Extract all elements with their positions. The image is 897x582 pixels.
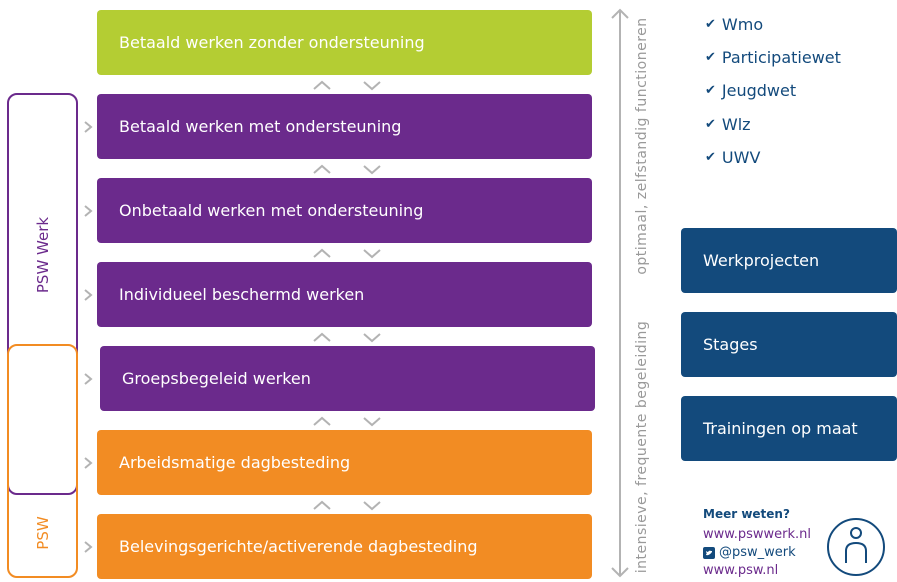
step-individual-sheltered-work: Individueel beschermd werken (97, 262, 592, 327)
psw-werk-label: PSW Werk (34, 216, 52, 294)
program-trainingen: Trainingen op maat (681, 396, 897, 461)
checkmark-icon: ✔ (705, 150, 716, 165)
chevron-right-icon (84, 373, 93, 385)
law-item-wmo: ✔ Wmo (705, 15, 763, 34)
step-transition-chevrons (313, 500, 381, 511)
info-person-icon (827, 518, 885, 576)
chevron-down-icon (363, 249, 381, 259)
psw-label: PSW (34, 516, 52, 550)
step-label: Betaald werken met ondersteuning (119, 117, 402, 136)
law-label: UWV (721, 148, 761, 167)
step-group-supervised-work: Groepsbegeleid werken (100, 346, 595, 411)
law-label: Participatiewet (721, 48, 841, 67)
step-label: Individueel beschermd werken (119, 285, 365, 304)
chevron-down-icon (363, 333, 381, 343)
chevron-right-icon (84, 541, 93, 553)
chevron-right-icon (84, 289, 93, 301)
axis-top-label: optimaal, zelfstandig functioneren (634, 17, 650, 275)
chevron-right-icon (84, 457, 93, 469)
chevron-up-icon (313, 164, 331, 174)
step-label: Belevingsgerichte/activerende dagbestedi… (119, 537, 478, 556)
vertical-axis-arrow (611, 8, 629, 578)
step-paid-work-no-support: Betaald werken zonder ondersteuning (97, 10, 592, 75)
chevron-down-icon (363, 165, 381, 175)
chevron-down-icon (363, 81, 381, 91)
twitter-icon (703, 546, 715, 559)
step-label: Betaald werken zonder ondersteuning (119, 33, 425, 52)
chevron-right-icon (84, 205, 93, 217)
checkmark-icon: ✔ (705, 17, 716, 32)
step-paid-work-with-support: Betaald werken met ondersteuning (97, 94, 592, 159)
step-unpaid-work-with-support: Onbetaald werken met ondersteuning (97, 178, 592, 243)
law-item-participatiewet: ✔ Participatiewet (705, 48, 841, 67)
step-transition-chevrons (313, 416, 381, 427)
step-transition-chevrons (313, 164, 381, 175)
chevron-up-icon (313, 416, 331, 426)
arrow-down-icon (611, 567, 629, 578)
step-label: Onbetaald werken met ondersteuning (119, 201, 424, 220)
program-stages: Stages (681, 312, 897, 377)
psw-werk-bracket (7, 93, 78, 495)
chevron-up-icon (313, 248, 331, 258)
info-heading: Meer weten? (703, 507, 790, 521)
checkmark-icon: ✔ (705, 117, 716, 132)
step-transition-chevrons (313, 332, 381, 343)
chevron-up-icon (313, 80, 331, 90)
law-label: Wlz (721, 115, 751, 134)
step-transition-chevrons (313, 248, 381, 259)
law-item-jeugdwet: ✔ Jeugdwet (705, 81, 796, 100)
step-transition-chevrons (313, 80, 381, 91)
chevron-up-icon (313, 332, 331, 342)
step-label: Groepsbegeleid werken (122, 369, 311, 388)
checkmark-icon: ✔ (705, 83, 716, 98)
law-label: Wmo (721, 15, 764, 34)
program-label: Stages (703, 335, 758, 354)
step-experience-oriented-day-activities: Belevingsgerichte/activerende dagbestedi… (97, 514, 592, 579)
law-label: Jeugdwet (721, 81, 797, 100)
program-label: Trainingen op maat (703, 419, 858, 438)
psw-bracket (7, 344, 78, 578)
chevron-down-icon (363, 501, 381, 511)
chevron-right-icon (84, 121, 93, 133)
law-item-uwv: ✔ UWV (705, 148, 760, 167)
program-werkprojecten: Werkprojecten (681, 228, 897, 293)
step-label: Arbeidsmatige dagbesteding (119, 453, 351, 472)
website-link-psw[interactable]: www.psw.nl (703, 563, 779, 578)
program-label: Werkprojecten (703, 251, 820, 270)
step-work-like-day-activities: Arbeidsmatige dagbesteding (97, 430, 592, 495)
chevron-down-icon (363, 417, 381, 427)
twitter-link[interactable]: @psw_werk (703, 545, 796, 560)
law-item-wlz: ✔ Wlz (705, 115, 751, 134)
checkmark-icon: ✔ (705, 50, 716, 65)
twitter-handle: @psw_werk (719, 545, 796, 560)
website-link-pswwerk[interactable]: www.pswwerk.nl (703, 527, 811, 542)
axis-bottom-label: intensieve, frequente begeleiding (634, 320, 650, 574)
arrow-up-icon (611, 8, 629, 19)
chevron-up-icon (313, 500, 331, 510)
